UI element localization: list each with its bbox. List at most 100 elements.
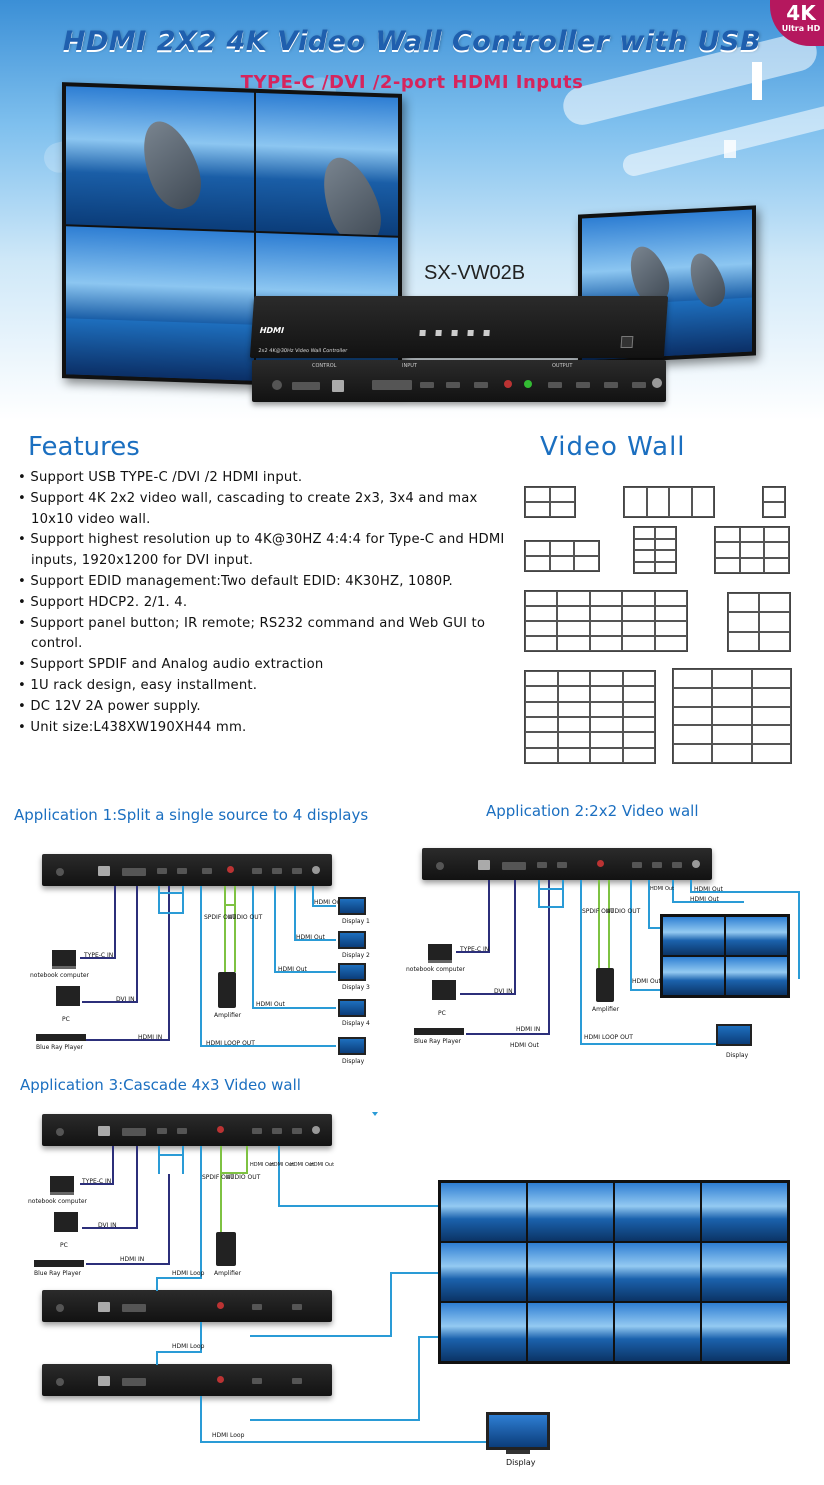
video-wall-cell: [557, 732, 590, 748]
display-icon: [716, 1024, 752, 1046]
video-wall-cell: [646, 487, 669, 517]
display-icon: [486, 1412, 550, 1450]
video-wall-cell: [712, 687, 752, 707]
video-wall-cell: [759, 612, 790, 632]
video-wall-cell: [622, 701, 655, 717]
video-wall-layout-grid: [524, 540, 600, 572]
video-wall-cell: [590, 671, 623, 687]
video-wall-cell: [622, 686, 655, 702]
video-wall-cell: [525, 556, 550, 571]
app2-title: Application 2:2x2 Video wall: [486, 802, 699, 820]
video-wall-cell: [673, 706, 713, 726]
video-wall-cell: [739, 527, 765, 543]
video-wall-layout-grid: [623, 486, 715, 518]
video-wall-cell: [525, 541, 550, 556]
video-wall-cell: [525, 671, 558, 687]
video-wall-cell: [739, 557, 765, 573]
video-wall-cell: [763, 487, 785, 502]
display-icon: [338, 963, 366, 981]
video-wall-cell: [525, 636, 558, 651]
video-wall-cell: [622, 716, 655, 733]
video-wall-cell: [574, 556, 599, 571]
video-wall-cell: [655, 550, 676, 562]
device-hdmi-logo: HDMI: [259, 326, 285, 335]
bluray-icon: [34, 1260, 84, 1267]
video-wall-cell: [622, 636, 655, 651]
video-wall-cell: [590, 732, 623, 748]
video-wall-cell: [654, 591, 687, 606]
video-wall-cell: [622, 747, 655, 763]
video-wall-cell: [728, 612, 759, 632]
feature-item: • Support highest resolution up to 4K@30…: [18, 532, 505, 569]
video-wall-cell: [622, 671, 655, 687]
video-wall-layout-grid: [762, 486, 786, 518]
hero-device-front: HDMI 2x2 4K@30Hz Video Wall Controller: [249, 296, 669, 358]
video-wall-cell: [764, 542, 789, 558]
video-wall-cell: [715, 542, 740, 558]
video-wall-cell: [590, 686, 623, 702]
app2-video-wall: [660, 914, 790, 998]
page-subtitle: TYPE-C /DVI /2-port HDMI Inputs: [240, 72, 584, 93]
video-wall-layout-grid: [524, 486, 576, 518]
video-wall-cell: [715, 557, 740, 573]
bluray-icon: [36, 1034, 86, 1041]
video-wall-cell: [654, 636, 687, 651]
video-wall-cell: [751, 687, 791, 707]
video-wall-cell: [557, 701, 590, 717]
app3-device-2: [42, 1290, 332, 1322]
notebook-icon: [52, 950, 76, 969]
video-wall-cell: [712, 669, 752, 688]
app3-device-3: [42, 1364, 332, 1396]
video-wall-cell: [590, 747, 623, 763]
display-icon: [338, 931, 366, 949]
video-wall-cell: [764, 527, 789, 543]
video-wall-layout-grid: [524, 670, 656, 764]
video-wall-cell: [654, 621, 687, 636]
video-wall-cell: [764, 557, 789, 573]
feature-item: • Support 4K 2x2 video wall, cascading t…: [18, 490, 478, 527]
app3-title: Application 3:Cascade 4x3 Video wall: [20, 1076, 301, 1094]
notebook-icon: [428, 944, 452, 963]
video-wall-cell: [525, 487, 550, 502]
video-wall-layout-grid: [714, 526, 790, 574]
video-wall-cell: [525, 747, 558, 763]
video-wall-cell: [549, 556, 575, 571]
features-list: • Support USB TYPE-C /DVI /2 HDMI input.…: [18, 468, 518, 738]
video-wall-layout-grid: [672, 668, 792, 764]
feature-item: • Support EDID management:Two default ED…: [18, 573, 453, 589]
video-wall-cell: [728, 593, 759, 613]
video-wall-cell: [590, 701, 623, 717]
display-icon: [338, 1037, 366, 1055]
pc-icon: [56, 986, 80, 1006]
hero-banner: SX-VW02B HDMI 2x2 4K@30Hz Video Wall Con…: [0, 0, 824, 420]
video-wall-cell: [673, 669, 713, 688]
device-caption: 2x2 4K@30Hz Video Wall Controller: [258, 348, 348, 354]
video-wall-layout-grid: [633, 526, 677, 574]
video-wall-cell: [557, 747, 590, 763]
video-wall-cell: [525, 701, 558, 717]
app1-title: Application 1:Split a single source to 4…: [14, 806, 369, 824]
video-wall-cell: [759, 631, 790, 651]
video-wall-cell: [622, 621, 655, 636]
app1-device: [42, 854, 332, 886]
amplifier-icon: [216, 1232, 236, 1266]
video-wall-cell: [654, 606, 687, 621]
video-wall-cell: [622, 591, 655, 606]
video-wall-cell: [589, 636, 623, 651]
video-wall-cell: [712, 725, 752, 745]
video-wall-cell: [634, 538, 655, 550]
display-icon: [338, 897, 366, 915]
video-wall-cell: [525, 621, 558, 636]
video-wall-cell: [622, 606, 655, 621]
video-wall-cell: [763, 502, 785, 517]
video-wall-cell: [751, 744, 791, 763]
video-wall-cell: [525, 686, 558, 702]
feature-item: • Support HDCP2. 2/1. 4.: [18, 594, 188, 610]
video-wall-cell: [525, 502, 550, 517]
video-wall-cell: [728, 631, 759, 651]
app2-device: [422, 848, 712, 880]
amplifier-icon: [218, 972, 236, 1008]
video-wall-cell: [739, 542, 765, 558]
video-wall-layout-grid: [727, 592, 791, 652]
video-wall-cell: [673, 687, 713, 707]
